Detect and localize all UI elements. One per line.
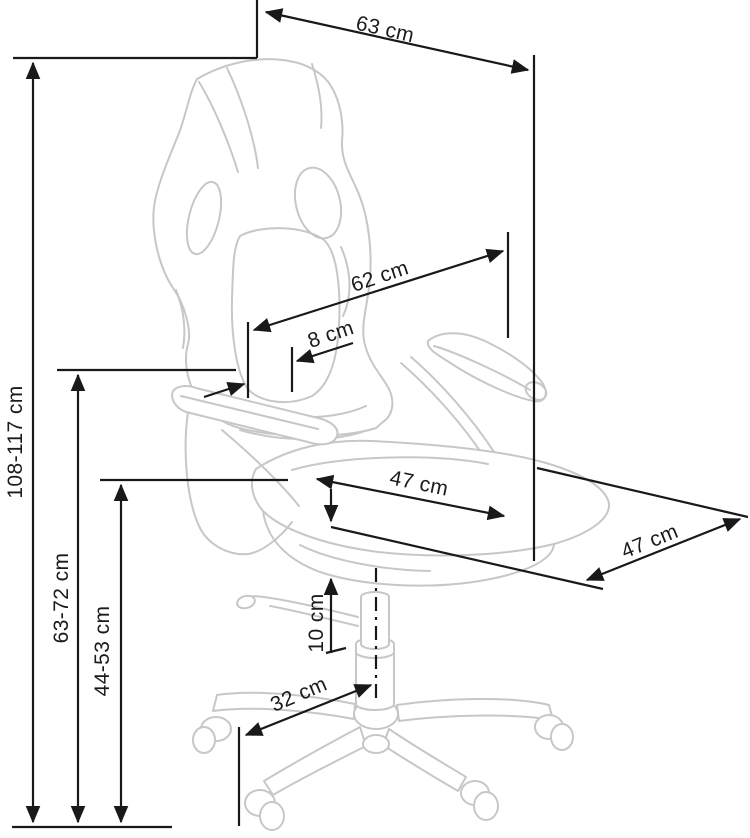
chair-casters xyxy=(192,714,574,831)
dim-total-height-108-117 xyxy=(12,56,257,829)
backrest-left-cutout xyxy=(185,180,223,256)
chair-adjustment-lever xyxy=(236,594,359,627)
dim-label-armrest-height: 63-72 cm xyxy=(50,552,73,644)
dim-gas-lift-10 xyxy=(323,489,347,655)
dim-label-gas-lift-stroke: 10 cm xyxy=(305,593,328,653)
chair-right-armrest xyxy=(400,332,548,461)
chair-backrest xyxy=(152,58,394,441)
dim-label-seat-height: 44-53 cm xyxy=(91,605,114,697)
dim-seat-height-44-53 xyxy=(100,478,288,824)
dim-top-width-63 xyxy=(255,0,536,561)
dim-seat-width-47 xyxy=(315,474,506,521)
dim-seat-depth-47 xyxy=(330,466,749,591)
dim-label-total-height: 108-117 cm xyxy=(4,385,27,499)
chair-line-drawing xyxy=(152,58,611,831)
backrest-right-cutout xyxy=(293,166,343,240)
dim-backrest-height-62 xyxy=(246,232,510,398)
dim-base-leg-32 xyxy=(237,683,373,826)
dimension-annotations xyxy=(12,0,749,829)
dim-armrest-height-63-72 xyxy=(57,368,236,824)
chair-seat xyxy=(250,439,611,587)
chair-left-armrest xyxy=(171,385,339,556)
dim-backrest-offset-8 xyxy=(203,341,354,399)
